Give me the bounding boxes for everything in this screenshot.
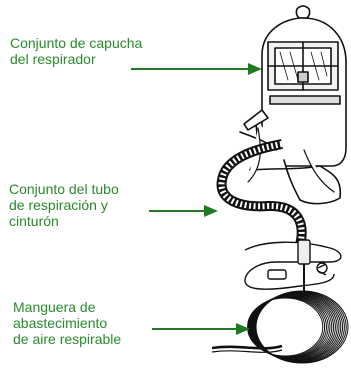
hose-coil-loop (248, 296, 329, 358)
hose-coil-loop (251, 294, 336, 360)
hose-coil-loop (247, 297, 324, 357)
belt (244, 239, 342, 290)
hose-coil-loop (250, 295, 333, 359)
hose-coil-loop (250, 294, 335, 360)
hose-coil-loop (252, 293, 340, 361)
tube-label-line-1: Conjunto del tubo (9, 181, 119, 197)
air-supply-hose (211, 264, 349, 364)
hose-coil-loop (254, 291, 347, 363)
hose-coil-loop (247, 297, 326, 357)
tube-arrowhead (204, 205, 218, 217)
hood-label: Conjunto de capucha del respirador (10, 35, 142, 67)
hood-label-line-2: del respirador (10, 51, 96, 67)
hose-arrowhead (236, 323, 250, 335)
hose-coil-loop (254, 291, 345, 363)
callout-arrows (131, 63, 262, 335)
hose-coil-loop (255, 290, 349, 364)
breathing-tube (216, 139, 307, 247)
hose-coil-loop (253, 292, 344, 362)
hood-arrowhead (248, 63, 262, 75)
hose-label-line-1: Manguera de (13, 299, 96, 315)
hose-coil-loop (248, 296, 327, 358)
hood-label-line-1: Conjunto de capucha (10, 35, 143, 51)
hose-label-line-3: de aire respirable (13, 331, 122, 347)
hose-label: Manguera de abastecimiento de aire respi… (13, 299, 121, 347)
tube-label: Conjunto del tubo de respiración y cintu… (9, 181, 119, 229)
respirator-hood (239, 5, 347, 205)
tube-label-line-2: de respiración y (9, 197, 108, 213)
hose-coil-loop (249, 295, 331, 359)
hose-coil-loop (253, 292, 342, 362)
hose-coil-loop (251, 293, 338, 361)
tube-label-line-3: cinturón (9, 213, 59, 229)
hose-label-line-2: abastecimiento (13, 315, 108, 331)
